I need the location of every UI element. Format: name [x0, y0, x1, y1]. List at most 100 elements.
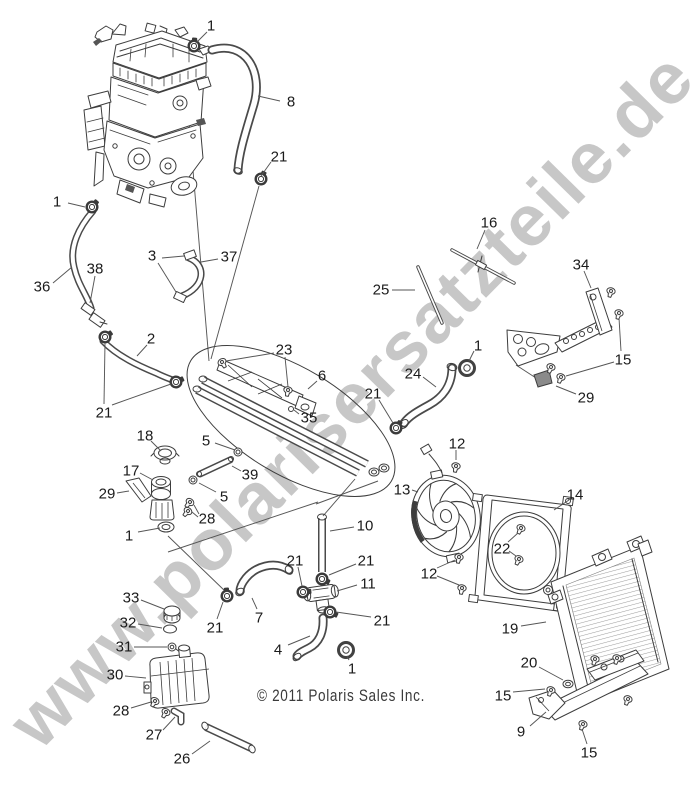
callout-21: 21 — [358, 553, 375, 570]
callout-19: 19 — [502, 621, 519, 638]
callout-1: 1 — [348, 661, 356, 678]
leader-line — [167, 501, 319, 553]
callout-37: 37 — [221, 249, 238, 266]
leader-line — [422, 376, 437, 388]
leader-line — [520, 621, 547, 627]
leader-line — [336, 584, 358, 592]
callout-28: 28 — [199, 511, 216, 528]
leader-line — [329, 526, 355, 532]
leader-line — [103, 342, 106, 405]
nut-5b — [188, 475, 198, 485]
leader-line — [583, 270, 592, 289]
callout-28: 28 — [113, 703, 130, 720]
fan-13 — [411, 443, 481, 564]
leader-line — [436, 559, 456, 569]
leader-line — [150, 440, 162, 452]
leader-line — [553, 499, 570, 511]
leader-line — [468, 350, 475, 362]
callout-39: 39 — [242, 467, 259, 484]
ring-32 — [163, 624, 177, 634]
leader-line — [555, 385, 577, 395]
lower-brackets — [528, 649, 649, 732]
leader-line — [315, 480, 379, 505]
callout-5: 5 — [220, 489, 228, 506]
leader-line — [116, 490, 130, 494]
callout-3: 3 — [148, 248, 156, 265]
fitting-31 — [167, 642, 177, 652]
callout-15: 15 — [495, 688, 512, 705]
leader-line — [130, 701, 152, 709]
callout-21: 21 — [365, 386, 382, 403]
callout-6: 6 — [318, 368, 326, 385]
cap-33 — [163, 605, 181, 624]
callout-25: 25 — [373, 282, 390, 299]
leader-line — [191, 511, 199, 518]
callout-34: 34 — [573, 257, 590, 274]
callout-14: 14 — [567, 487, 584, 504]
callout-16: 16 — [481, 215, 498, 232]
fan-wire — [428, 453, 443, 474]
fitting-37 — [183, 249, 197, 261]
callout-1: 1 — [53, 194, 61, 211]
leader-line — [476, 229, 486, 250]
screw-35 — [288, 406, 294, 412]
leader-line — [136, 344, 148, 357]
fan-connector — [420, 443, 433, 456]
screw-12c — [456, 583, 468, 596]
callout-29: 29 — [578, 390, 595, 407]
callout-21: 21 — [271, 149, 288, 166]
callout-29: 29 — [99, 486, 116, 503]
leader-line — [297, 566, 303, 587]
callout-32: 32 — [120, 615, 137, 632]
leader-line — [260, 161, 272, 177]
callout-36: 36 — [34, 279, 51, 296]
callout-1: 1 — [207, 18, 215, 35]
cap-18 — [150, 445, 180, 465]
leader-line — [515, 364, 537, 379]
callout-22: 22 — [494, 541, 511, 558]
callout-1: 1 — [125, 528, 133, 545]
leader-line — [140, 599, 165, 610]
fitting-1 — [157, 521, 175, 533]
leader-line — [124, 675, 147, 679]
leader-line — [251, 597, 258, 610]
leader-line — [67, 202, 86, 208]
wedge-29 — [533, 369, 553, 388]
leader-line — [167, 535, 227, 593]
callout-15: 15 — [581, 745, 598, 762]
callout-21: 21 — [374, 613, 391, 630]
callout-18: 18 — [137, 428, 154, 445]
leader-line — [328, 563, 357, 576]
nut-5a — [233, 447, 243, 457]
callout-12: 12 — [421, 566, 438, 583]
leader-line — [89, 275, 96, 304]
cooler-assembly-6 — [186, 345, 396, 497]
leader-line — [512, 688, 546, 693]
bracket-34 — [506, 286, 625, 388]
fitting-38b — [88, 312, 106, 328]
callout-4: 4 — [274, 642, 282, 659]
callout-21: 21 — [287, 553, 304, 570]
callout-12: 12 — [449, 436, 466, 453]
leader-line — [335, 611, 372, 618]
leader-line — [216, 601, 224, 620]
callout-38: 38 — [87, 261, 104, 278]
leader-line — [200, 258, 219, 263]
leader-line — [194, 31, 208, 45]
callout-17: 17 — [123, 463, 140, 480]
leader-line — [565, 361, 615, 377]
leader-line — [529, 711, 547, 727]
leader-line — [111, 383, 172, 406]
callout-2: 2 — [147, 331, 155, 348]
callout-21: 21 — [207, 620, 224, 637]
screw-12b — [453, 552, 465, 565]
leader-line — [436, 575, 460, 586]
screw-28d — [158, 706, 172, 720]
leader-line — [191, 740, 211, 755]
rod-25 — [416, 265, 444, 325]
callout-31: 31 — [116, 639, 133, 656]
leader-line — [508, 550, 517, 557]
leader-line — [198, 482, 217, 493]
leader-line — [538, 666, 564, 681]
